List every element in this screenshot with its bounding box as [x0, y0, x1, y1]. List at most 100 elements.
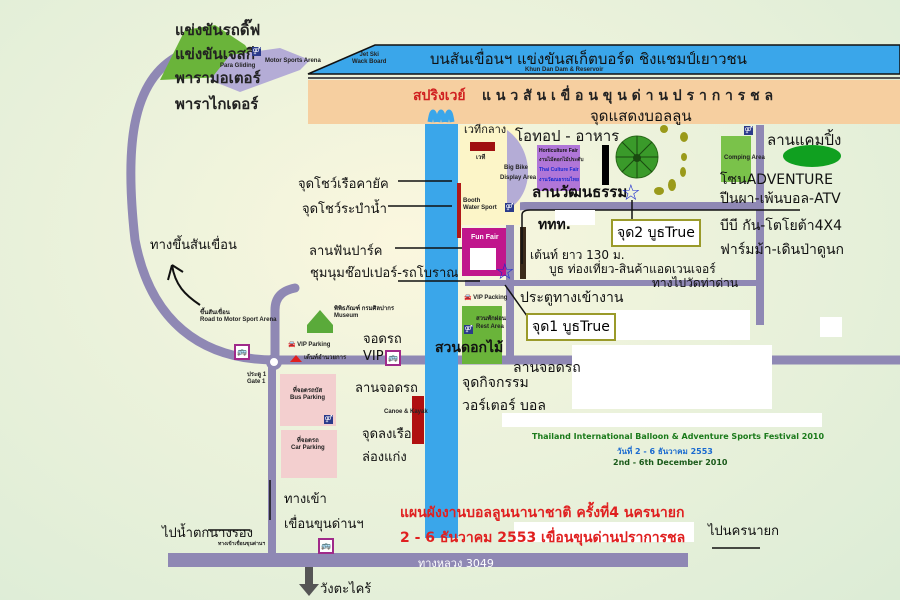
label-to-nakhon-nayok: ไปนครนายก [708, 524, 780, 539]
label-parking-yard: ลานจอดรถ [513, 360, 581, 376]
label-adventure-3: ฟาร์มม้า-เดินป่าดูนก [720, 242, 844, 258]
big-bike-area [507, 130, 528, 210]
label-activity-point: จุดกิจกรรม [462, 375, 529, 391]
label-otop-food: โอทอป - อาหาร [515, 127, 620, 145]
car-icon: 🚘 [288, 342, 296, 348]
label-main-stage: เวทีกลาง [464, 123, 507, 136]
label-drift-race: แข่งขันรถดิ๊ฟ [175, 21, 261, 39]
road-to-arena [126, 50, 280, 365]
label-to-waterfall-small: ทางเข้าเขื่อนขุนด่านฯ [218, 541, 266, 547]
festival-name-en: Thailand International Balloon & Adventu… [532, 432, 825, 441]
label-vip-parking-small: 🚘 VIP Packing [464, 295, 508, 301]
label-water-ballet: จุดโชว์ระบำน้ำ [302, 202, 387, 217]
blank-patch [555, 210, 595, 225]
label-stage: เวที [476, 155, 486, 161]
blank-patch [572, 345, 772, 409]
label-tat: ททท. [538, 217, 572, 233]
label-water-ball: วอร์เตอร์ บอล [462, 398, 546, 414]
roundabout [266, 354, 282, 370]
blank-patch [514, 522, 694, 542]
label-canoe-kayak: Canoe & Kayak [384, 409, 428, 415]
label-paraglider: พาราไกเดอร์ [175, 95, 259, 113]
label-camping-area: Comping Area [724, 155, 765, 161]
label-to-wang-takhrai: วังตะไคร้ [320, 582, 372, 597]
label-entrance-dam-2: เขื่อนขุนด่านฯ [284, 517, 364, 532]
festival-date-th: วันที่ 2 - 6 ธันวาคม 2553 [617, 447, 713, 456]
dam-banner-subtitle: Khun Dan Dam & Reservoir [525, 67, 604, 73]
stage-block [470, 142, 495, 151]
road-gate-north [270, 283, 300, 365]
label-horticulture: Horticulture Fair [539, 148, 578, 154]
label-display-area: Display Area [500, 175, 537, 181]
toilet-icon: ⚤ [505, 203, 514, 212]
highway [168, 553, 688, 567]
label-fun-park: ลานฟันปาร์ค [309, 244, 383, 259]
horticulture-zone [537, 145, 580, 191]
car-parking-zone [281, 430, 337, 478]
festival-date-en: 2nd - 6th December 2010 [613, 458, 728, 467]
label-to-dam-crest: ทางขึ้นสันเขื่อน [150, 238, 237, 253]
label-chopper-rally: ชุมนุมช๊อปเปอร์-รถโบราณ [310, 266, 459, 281]
blank-patch [820, 317, 842, 337]
label-horticulture-th: งานไม้ดอกไม้ประดับ [539, 157, 584, 163]
bus-stop-icon: 🚌 [385, 350, 401, 366]
blank-patch [502, 413, 822, 427]
true-booth-1-star-icon[interactable]: ☆ [495, 260, 515, 285]
label-vip-parking: 🚘 VIP Parking [288, 342, 331, 348]
toilet-icon: ⚤ [744, 126, 753, 135]
label-paramotor: พารามอเตอร์ [175, 69, 261, 87]
label-kayak-show: จุดโชว์เรือคายัค [298, 177, 389, 192]
label-spillway: สปริงเวย์ [413, 88, 466, 104]
label-culture-yard: ลานวัฒนธรรม [532, 183, 628, 201]
true-booth-2-star-icon[interactable]: ☆ [621, 181, 641, 206]
label-para-gliding: Para Gliding [220, 63, 256, 69]
label-parking-yard-2: ลานจอดรถ [355, 381, 418, 396]
rest-area-zone [462, 306, 502, 364]
motor-sports-arena [210, 48, 310, 92]
label-dam-line: แ น ว สั น เ ขื่ อ น ขุ น ด่ า น ป ร า ก… [482, 88, 774, 104]
label-highway: ทางหลวง 3049 [418, 557, 494, 570]
label-booth-water-sport: Booth Water Sport [463, 198, 497, 211]
toilet-icon: ⚤ [252, 47, 261, 56]
label-adventure-1: ปีนผา-เพ้นบอล-ATV [720, 191, 841, 207]
label-rest-area-th: สวนพักผ่อน [476, 316, 506, 322]
label-adventure-zone: โซนADVENTURE [720, 172, 833, 188]
label-rest-area: Rest Area [476, 324, 504, 330]
label-tent: เต้นท์ ยาว 130 ม. [530, 248, 625, 262]
label-flower-garden: สวนดอกไม้ [435, 340, 504, 356]
label-rafting: ล่องแก่ง [362, 450, 407, 465]
label-camping-yard: ลานแคมปิ้ง [767, 131, 842, 149]
map-title-line2: 2 - 6 ธันวาคม 2553 เขื่อนขุนด่านปราการชล [400, 530, 686, 546]
tent-130m [520, 227, 526, 279]
label-entrance-dam-1: ทางเข้า [284, 492, 327, 507]
camping-area [721, 136, 751, 182]
label-booth-tourism: บูธ ท่องเที่ยว-สินค้าแอดเวนเจอร์ [549, 262, 716, 276]
label-fun-fair: Fun Fair [471, 234, 499, 241]
true-booth-2[interactable]: จุด2 บูธTrue [611, 219, 701, 247]
label-tent-office: เต้นท์อำนวยการ [304, 355, 347, 361]
river [425, 120, 458, 538]
label-balloon-show: จุดแสดงบอลลูน [590, 107, 692, 125]
booth-water-sport-bar [457, 183, 461, 238]
label-adventure-2: บีบี กัน-โตโยต้า4X4 [720, 218, 843, 234]
map-title-line1: แผนผังงานบอลลูนนานาชาติ ครั้งที่4 นครนาย… [400, 505, 685, 521]
true-booth-1[interactable]: จุด1 บูธTrue [526, 313, 616, 341]
label-parking: จอดรถ [363, 332, 402, 347]
label-to-waterfall: ไปน้ำตกนางรอง [162, 526, 253, 541]
label-thai-culture: Thai Culture Fair [539, 167, 579, 173]
dam-banner-title: บนสันเขื่อนฯ แข่งขันสเก็ตบอร์ด ชิงแชมป์เ… [430, 50, 747, 68]
bus-stop-icon: 🚌 [234, 344, 250, 360]
label-jetski-race: แข่งขันเจสกี [175, 45, 255, 63]
dam-banner [307, 44, 900, 75]
label-big-bike: Big Bike [504, 165, 529, 171]
label-to-wat: ทางไปวัดท่าด่าน [652, 276, 739, 290]
toilet-icon: ⚤ [324, 415, 333, 424]
